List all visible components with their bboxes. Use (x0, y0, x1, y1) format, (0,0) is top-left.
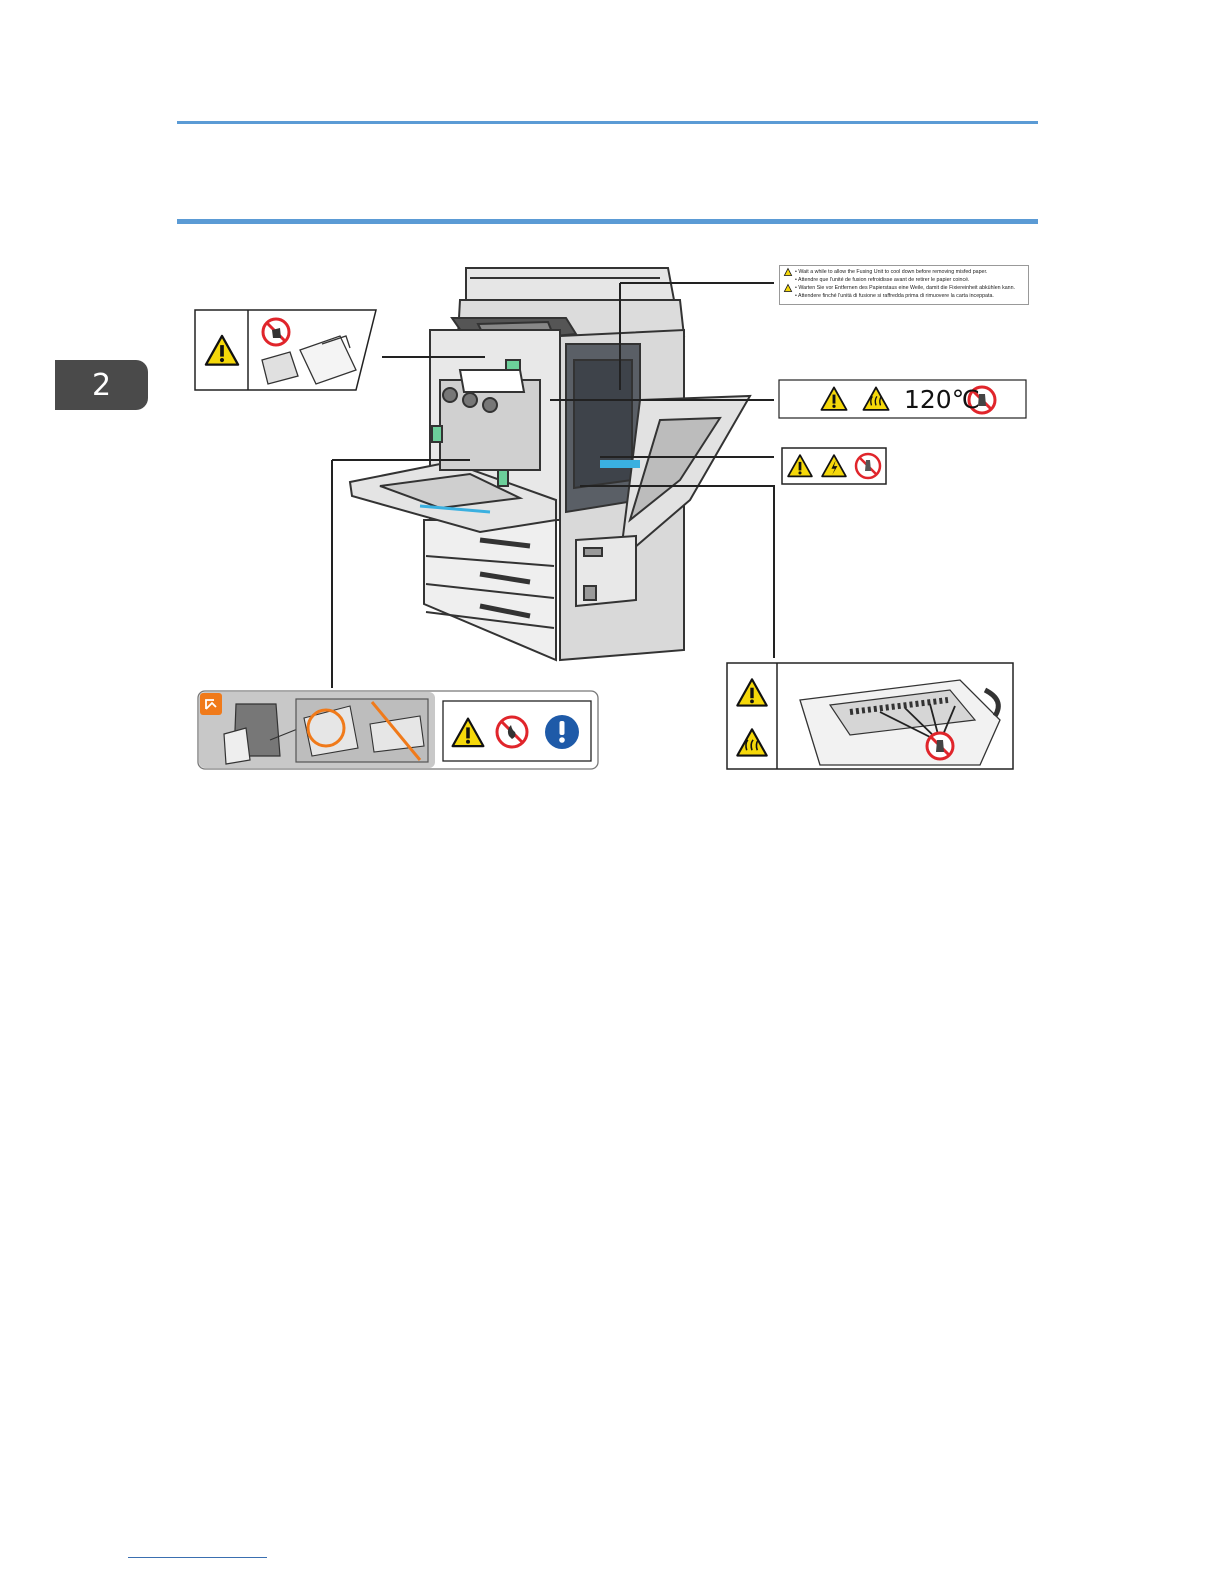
mandatory-icon (545, 715, 579, 749)
no-touch-icon (967, 385, 997, 415)
electric-warning-label (781, 447, 887, 485)
footer-link-underline (128, 1557, 267, 1558)
fusing-unit-label (726, 662, 1014, 770)
warning-icon (783, 283, 793, 292)
chapter-tab: 2 (55, 360, 148, 410)
fusing-warning-fr: • Attendre que l'unité de fusion refroid… (795, 277, 970, 283)
printer-body (348, 267, 752, 662)
fusing-warning-de: • Warten Sie vor Entfernen des Papiersta… (783, 283, 1024, 292)
toner-warning-label (197, 690, 599, 770)
header-rule-bottom (177, 219, 1038, 224)
temperature-label: 120℃ (904, 385, 980, 414)
callout-lines (331, 282, 775, 688)
fusing-warning-it: • Attendere finché l'unità di fusione si… (795, 293, 994, 299)
header-rule-top (177, 121, 1038, 124)
chapter-number: 2 (91, 367, 112, 403)
fusing-warning-en: • Wait a while to allow the Fusing Unit … (783, 267, 1024, 276)
fusing-cooldown-label: • Wait a while to allow the Fusing Unit … (779, 265, 1029, 305)
staple-warning-label (194, 309, 377, 391)
warning-icon (783, 267, 793, 276)
heat-warning-label (778, 379, 1027, 419)
